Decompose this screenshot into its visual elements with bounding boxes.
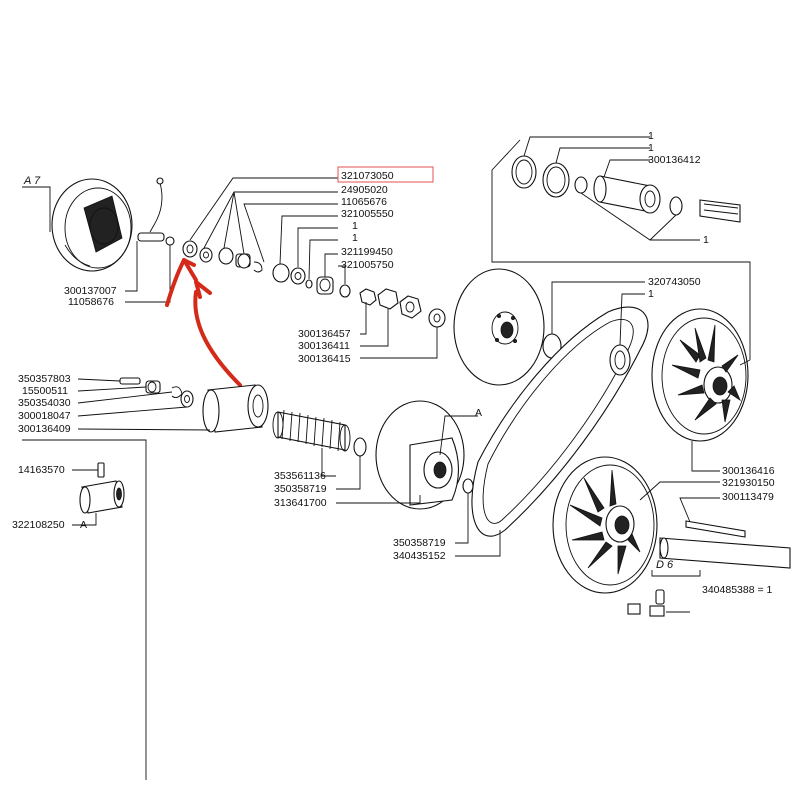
- pin-14163570: [97, 462, 105, 478]
- label-1a: 1: [352, 220, 358, 232]
- label-1-mid: 1: [648, 288, 654, 300]
- small-parts-340485388: [627, 589, 690, 617]
- pulley-300136416: [651, 308, 749, 442]
- section-label-a7: A 7: [23, 175, 41, 187]
- label-300018047: 300018047: [18, 410, 71, 422]
- nut-large: [399, 295, 422, 319]
- label-321073050: 321073050: [341, 170, 394, 182]
- label-300136411: 300136411: [298, 340, 350, 352]
- splined-shaft-end: [699, 199, 741, 223]
- belt-guide-ring: [609, 344, 631, 376]
- washer-300136415: [428, 308, 446, 328]
- drive-shaft: [659, 537, 791, 569]
- labels: 321073050 24905020 11065676 321005550 1 …: [12, 130, 775, 596]
- label-322108250: 322108250: [12, 519, 65, 531]
- brake-pin: [137, 232, 165, 242]
- label-320743050: 320743050: [648, 276, 701, 288]
- label-300136416: 300136416: [722, 465, 775, 477]
- washer-300018047: [180, 390, 194, 408]
- ring-350358719: [353, 437, 367, 457]
- label-340485388: 340485388 = 1: [702, 584, 773, 596]
- label-15500511: 15500511: [22, 385, 68, 397]
- circlip: [253, 261, 263, 273]
- pin-washer: [165, 236, 175, 246]
- label-353561136: 353561136: [274, 470, 326, 482]
- bushing-321199450: [316, 276, 334, 295]
- label-313641700: 313641700: [274, 497, 327, 509]
- left-middle-parts: [22, 377, 269, 780]
- top-right-assembly: [491, 136, 751, 360]
- label-321005750: 321005750: [341, 259, 394, 271]
- label-300137007: 300137007: [64, 285, 117, 297]
- drive-belt: [471, 293, 649, 537]
- shaft-parts-row: [199, 247, 446, 328]
- label-321199450: 321199450: [341, 246, 393, 258]
- label-24905020: 24905020: [341, 184, 388, 196]
- label-300113479: 300113479: [722, 491, 774, 503]
- pulley-321930150: [552, 456, 658, 594]
- drum-assembly: [22, 177, 198, 272]
- highlight-arrow: [165, 258, 242, 387]
- label-350358719-b: 350358719: [393, 537, 446, 549]
- nut-300136457: [359, 288, 377, 306]
- nut-300136411: [377, 288, 399, 310]
- section-d6-bracket: [651, 570, 701, 577]
- disc-300136415: [453, 268, 545, 386]
- label-11058676: 11058676: [68, 296, 114, 308]
- highlight-box: [337, 166, 434, 183]
- label-1-top2: 1: [648, 142, 654, 154]
- ring-350358719b: [462, 478, 474, 494]
- seal-ring-321073050: [182, 240, 198, 258]
- section-frame: [22, 439, 147, 780]
- section-a7-bracket: [22, 186, 51, 232]
- belt-340435152: [471, 306, 649, 537]
- front-disc: [453, 268, 645, 386]
- label-321005550: 321005550: [341, 208, 394, 220]
- label-350354030: 350354030: [18, 397, 71, 409]
- bottom-left-parts: [72, 462, 125, 526]
- ref-A-center: A: [475, 407, 482, 419]
- label-340435152: 340435152: [393, 550, 446, 562]
- label-321930150: 321930150: [722, 477, 775, 489]
- brake-cable: [149, 182, 163, 233]
- ref-A-bottom-left: A: [80, 519, 87, 531]
- label-1b: 1: [352, 232, 358, 244]
- movable-disc-313641700: [336, 400, 501, 557]
- label-11065676: 11065676: [341, 196, 387, 208]
- bottom-pulley: [552, 456, 791, 594]
- label-300136412: 300136412: [648, 154, 701, 166]
- label-350357803: 350357803: [18, 373, 71, 385]
- label-300136457: 300136457: [298, 328, 351, 340]
- bolt-350357803: [119, 377, 141, 385]
- clip-350354030: [171, 386, 183, 399]
- section-label-d6: D 6: [656, 559, 674, 571]
- label-350358719-a: 350358719: [274, 483, 327, 495]
- driven-pulley: [651, 308, 751, 472]
- label-300136415: 300136415: [298, 353, 351, 365]
- label-300136409: 300136409: [18, 423, 71, 435]
- label-14163570: 14163570: [18, 464, 65, 476]
- shaft-key-300113479: [685, 520, 746, 538]
- spring-353561136: [272, 409, 367, 490]
- label-1-top3: 1: [703, 234, 709, 246]
- label-1-top1: 1: [648, 130, 654, 142]
- top-cluster-leaders: [125, 177, 438, 359]
